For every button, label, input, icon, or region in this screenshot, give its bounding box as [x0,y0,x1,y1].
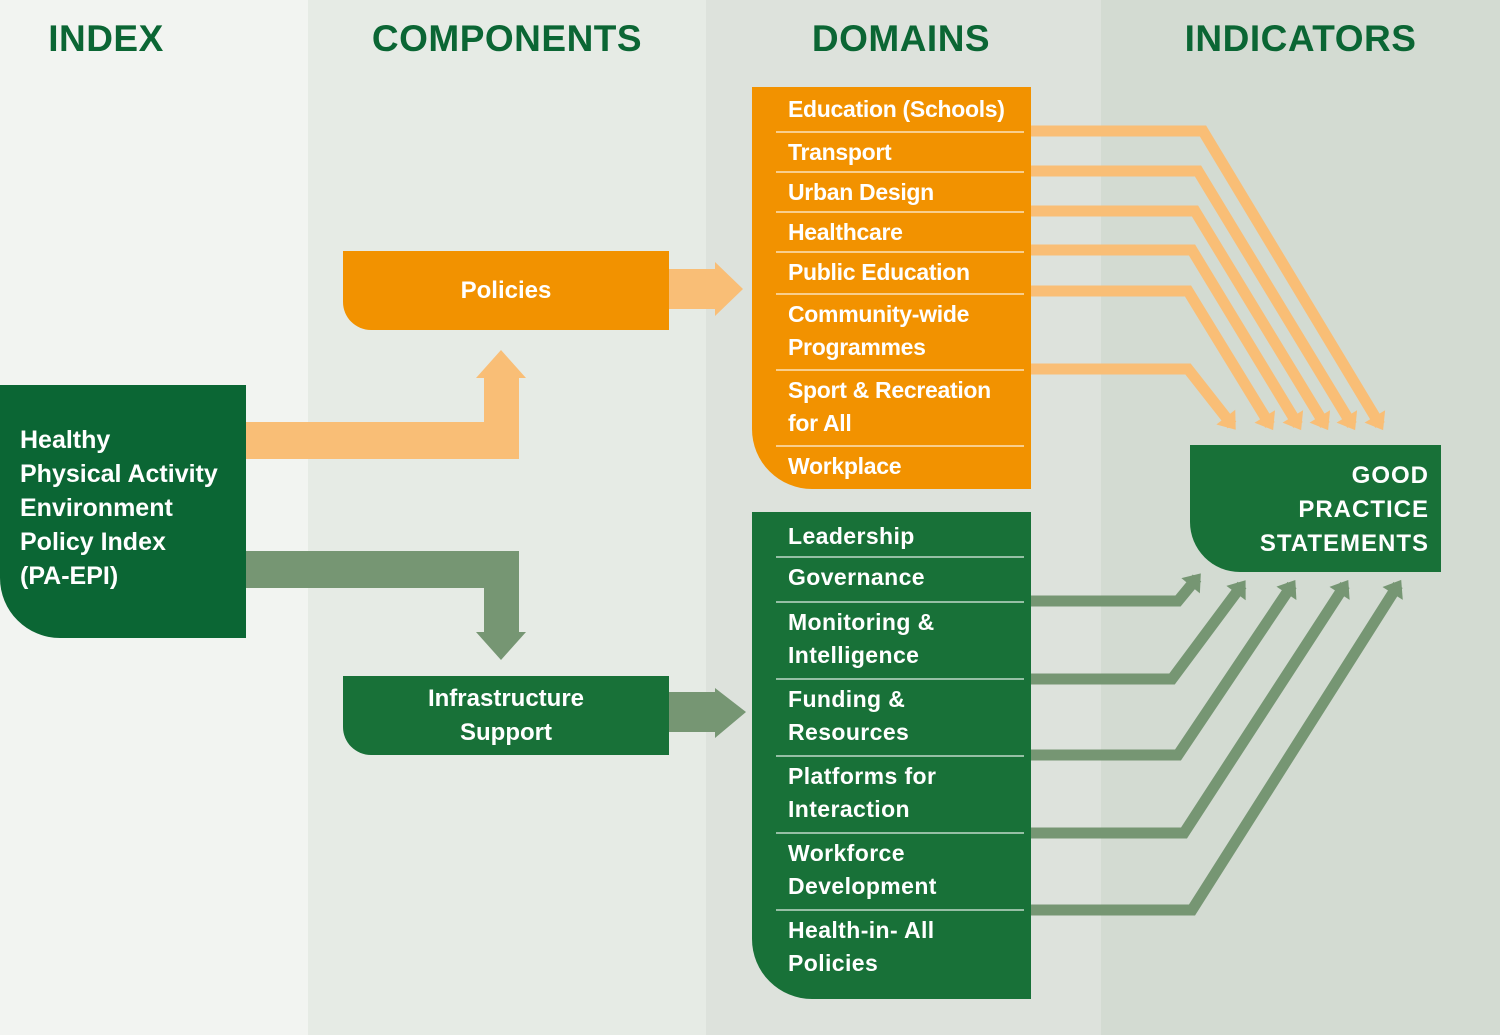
infrastructure-domain-flows [1031,573,1403,916]
infrastructure-flow-arrow-head [1181,573,1201,594]
domain-item-label: Community-wide Programmes [788,301,970,360]
index-title-line: Physical Activity [20,460,218,488]
policy-flow-arrow [1031,244,1303,428]
domain-item-label: Health-in- All Policies [788,917,935,976]
domain-item: Monitoring & Intelligence [776,601,1024,678]
domain-item: Transport [776,131,1024,171]
infrastructure-flow-arrow-head [1276,580,1297,600]
policy-flow-arrow-head [1364,410,1386,431]
domain-item-label: Funding & Resources [788,686,910,745]
infrastructure-flow-arrow [1031,582,1350,839]
domain-item: Workplace [776,445,1024,485]
arrow-index-to-policies [246,350,526,459]
domain-item: Urban Design [776,171,1024,211]
arrow-infrastructure-to-domains [669,688,746,738]
policy-flow-arrow-head [1336,410,1358,431]
good-practice-statements-title: GOOD PRACTICE STATEMENTS [1260,459,1429,561]
infrastructure-flow-arrow [1031,582,1403,916]
domain-item: Sport & Recreation for All [776,369,1024,445]
domain-item: Community-wide Programmes [776,293,1024,369]
policy-flow-arrow-head [1282,410,1304,431]
policy-domain-flows [1031,125,1386,431]
domain-item: Healthcare [776,211,1024,251]
component-policies: Policies [343,251,669,330]
infrastructure-flow-arrow-head [1226,580,1246,601]
domain-item-label: Workforce Development [788,840,937,899]
policy-flow-arrow [1031,205,1330,428]
good-practice-title-line: PRACTICE [1298,496,1429,523]
domain-item: Leadership [776,518,1024,556]
index-title-line: (PA-EPI) [20,562,119,590]
domain-item-label: Education (Schools) [788,96,1005,122]
domain-item-label: Public Education [788,259,970,285]
component-policies-label: Policies [460,276,552,304]
domain-item-label: Leadership [788,523,915,549]
column-components-background [308,0,706,1035]
component-infrastructure-label-line2: Support [460,718,552,746]
domain-item-label: Platforms for Interaction [788,763,937,822]
component-infrastructure-support: Infrastructure Support [343,676,669,755]
index-title-line: Policy Index [20,528,166,556]
policy-flow-arrow [1031,125,1385,428]
index-title-line: Healthy [20,426,111,454]
column-title-index: INDEX [48,18,164,59]
domain-item-label: Sport & Recreation for All [788,377,991,436]
infrastructure-flow-arrow [1031,581,1247,685]
domain-item-label: Transport [788,139,892,165]
domain-item-label: Workplace [788,453,902,479]
domain-item: Funding & Resources [776,678,1024,755]
column-title-components: COMPONENTS [371,18,643,59]
domain-item: Education (Schools) [776,91,1024,131]
arrow-policies-to-domains [669,262,743,316]
infrastructure-flow-arrow-head [1329,579,1350,600]
domain-item-label: Governance [788,564,925,590]
policy-flow-arrow-head [1309,410,1331,431]
domain-item: Platforms for Interaction [776,755,1024,832]
domain-item-label: Healthcare [788,219,903,245]
column-title-indicators: INDICATORS [1184,18,1417,59]
policy-flow-arrow [1031,165,1357,428]
good-practice-title-line: STATEMENTS [1259,530,1429,557]
domain-item: Public Education [776,251,1024,293]
index-title-line: Environment [20,494,173,522]
policy-flow-arrow-head [1254,410,1276,431]
infrastructure-flow-arrow [1031,574,1202,607]
policy-flow-arrow [1031,285,1275,428]
domain-item: Governance [776,556,1024,601]
good-practice-title-line: GOOD [1351,462,1429,489]
column-title-domains: DOMAINS [811,18,991,59]
domain-item: Workforce Development [776,832,1024,909]
good-practice-statements-box: GOOD PRACTICE STATEMENTS [1190,445,1441,572]
domain-item: Health-in- All Policies [776,909,1024,989]
component-infrastructure-label-line1: Infrastructure [427,684,585,712]
policy-flow-arrow [1031,363,1237,429]
infrastructure-flow-arrow [1031,581,1297,761]
arrow-index-to-infrastructure [246,551,526,660]
domain-item-label: Urban Design [788,179,934,205]
policy-flow-arrow-head [1216,409,1236,430]
infrastructure-flow-arrow-head [1382,579,1403,600]
domain-item-label: Monitoring & Intelligence [788,609,935,668]
